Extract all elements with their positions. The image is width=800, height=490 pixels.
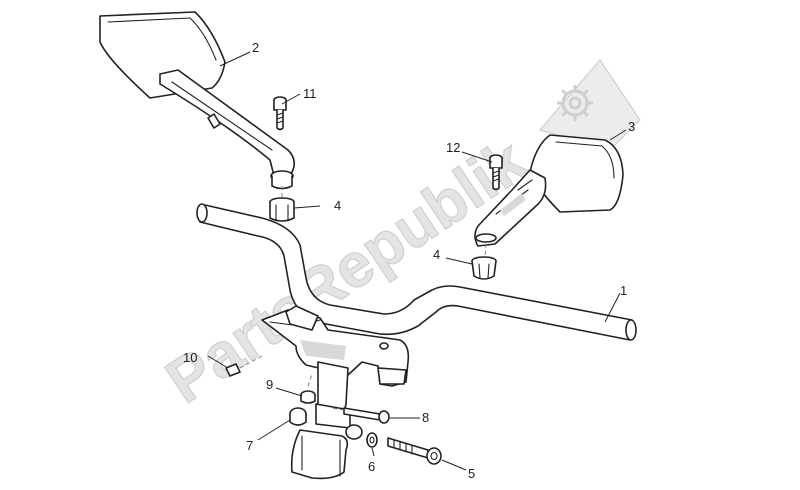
right-mirror-glass [529,134,624,213]
gear-icon [557,85,593,121]
bolt-8 [329,407,390,424]
screw-10 [225,355,263,377]
washer-6 [366,432,378,448]
callout-9: 9 [266,377,273,392]
callout-3: 3 [628,119,635,134]
nut-9 [300,390,316,404]
leader-lines [207,51,627,471]
steering-stem [290,361,363,480]
handlebar-left-end [196,203,208,223]
left-mirror-arm [159,69,296,185]
handlebar-clamp [261,305,410,387]
bolt-11 [273,96,287,131]
right-mirror [474,134,624,247]
left-mirror-glass [99,11,226,99]
left-mirror [99,11,296,190]
bolt-5 [387,437,442,465]
nut-7 [289,407,307,426]
callout-4-right: 4 [433,247,440,262]
callout-5: 5 [468,466,475,481]
callout-6: 6 [368,459,375,474]
callout-11: 11 [303,86,317,101]
mirror-adapter-right [471,256,497,280]
callout-2: 2 [252,40,259,55]
callout-8: 8 [422,410,429,425]
callouts: 1 2 3 4 4 5 6 7 8 9 10 11 12 [183,40,635,481]
mirror-adapter-left [269,197,295,222]
handlebar-right-end [625,319,637,341]
bolt-12 [489,154,503,191]
handlebar [196,203,637,341]
callout-7: 7 [246,438,253,453]
callout-10: 10 [183,350,197,365]
assembly-lines [281,186,487,387]
callout-1: 1 [620,283,627,298]
callout-12: 12 [446,140,460,155]
clamp-bracket-upper [285,305,319,331]
callout-4-left: 4 [334,198,341,213]
